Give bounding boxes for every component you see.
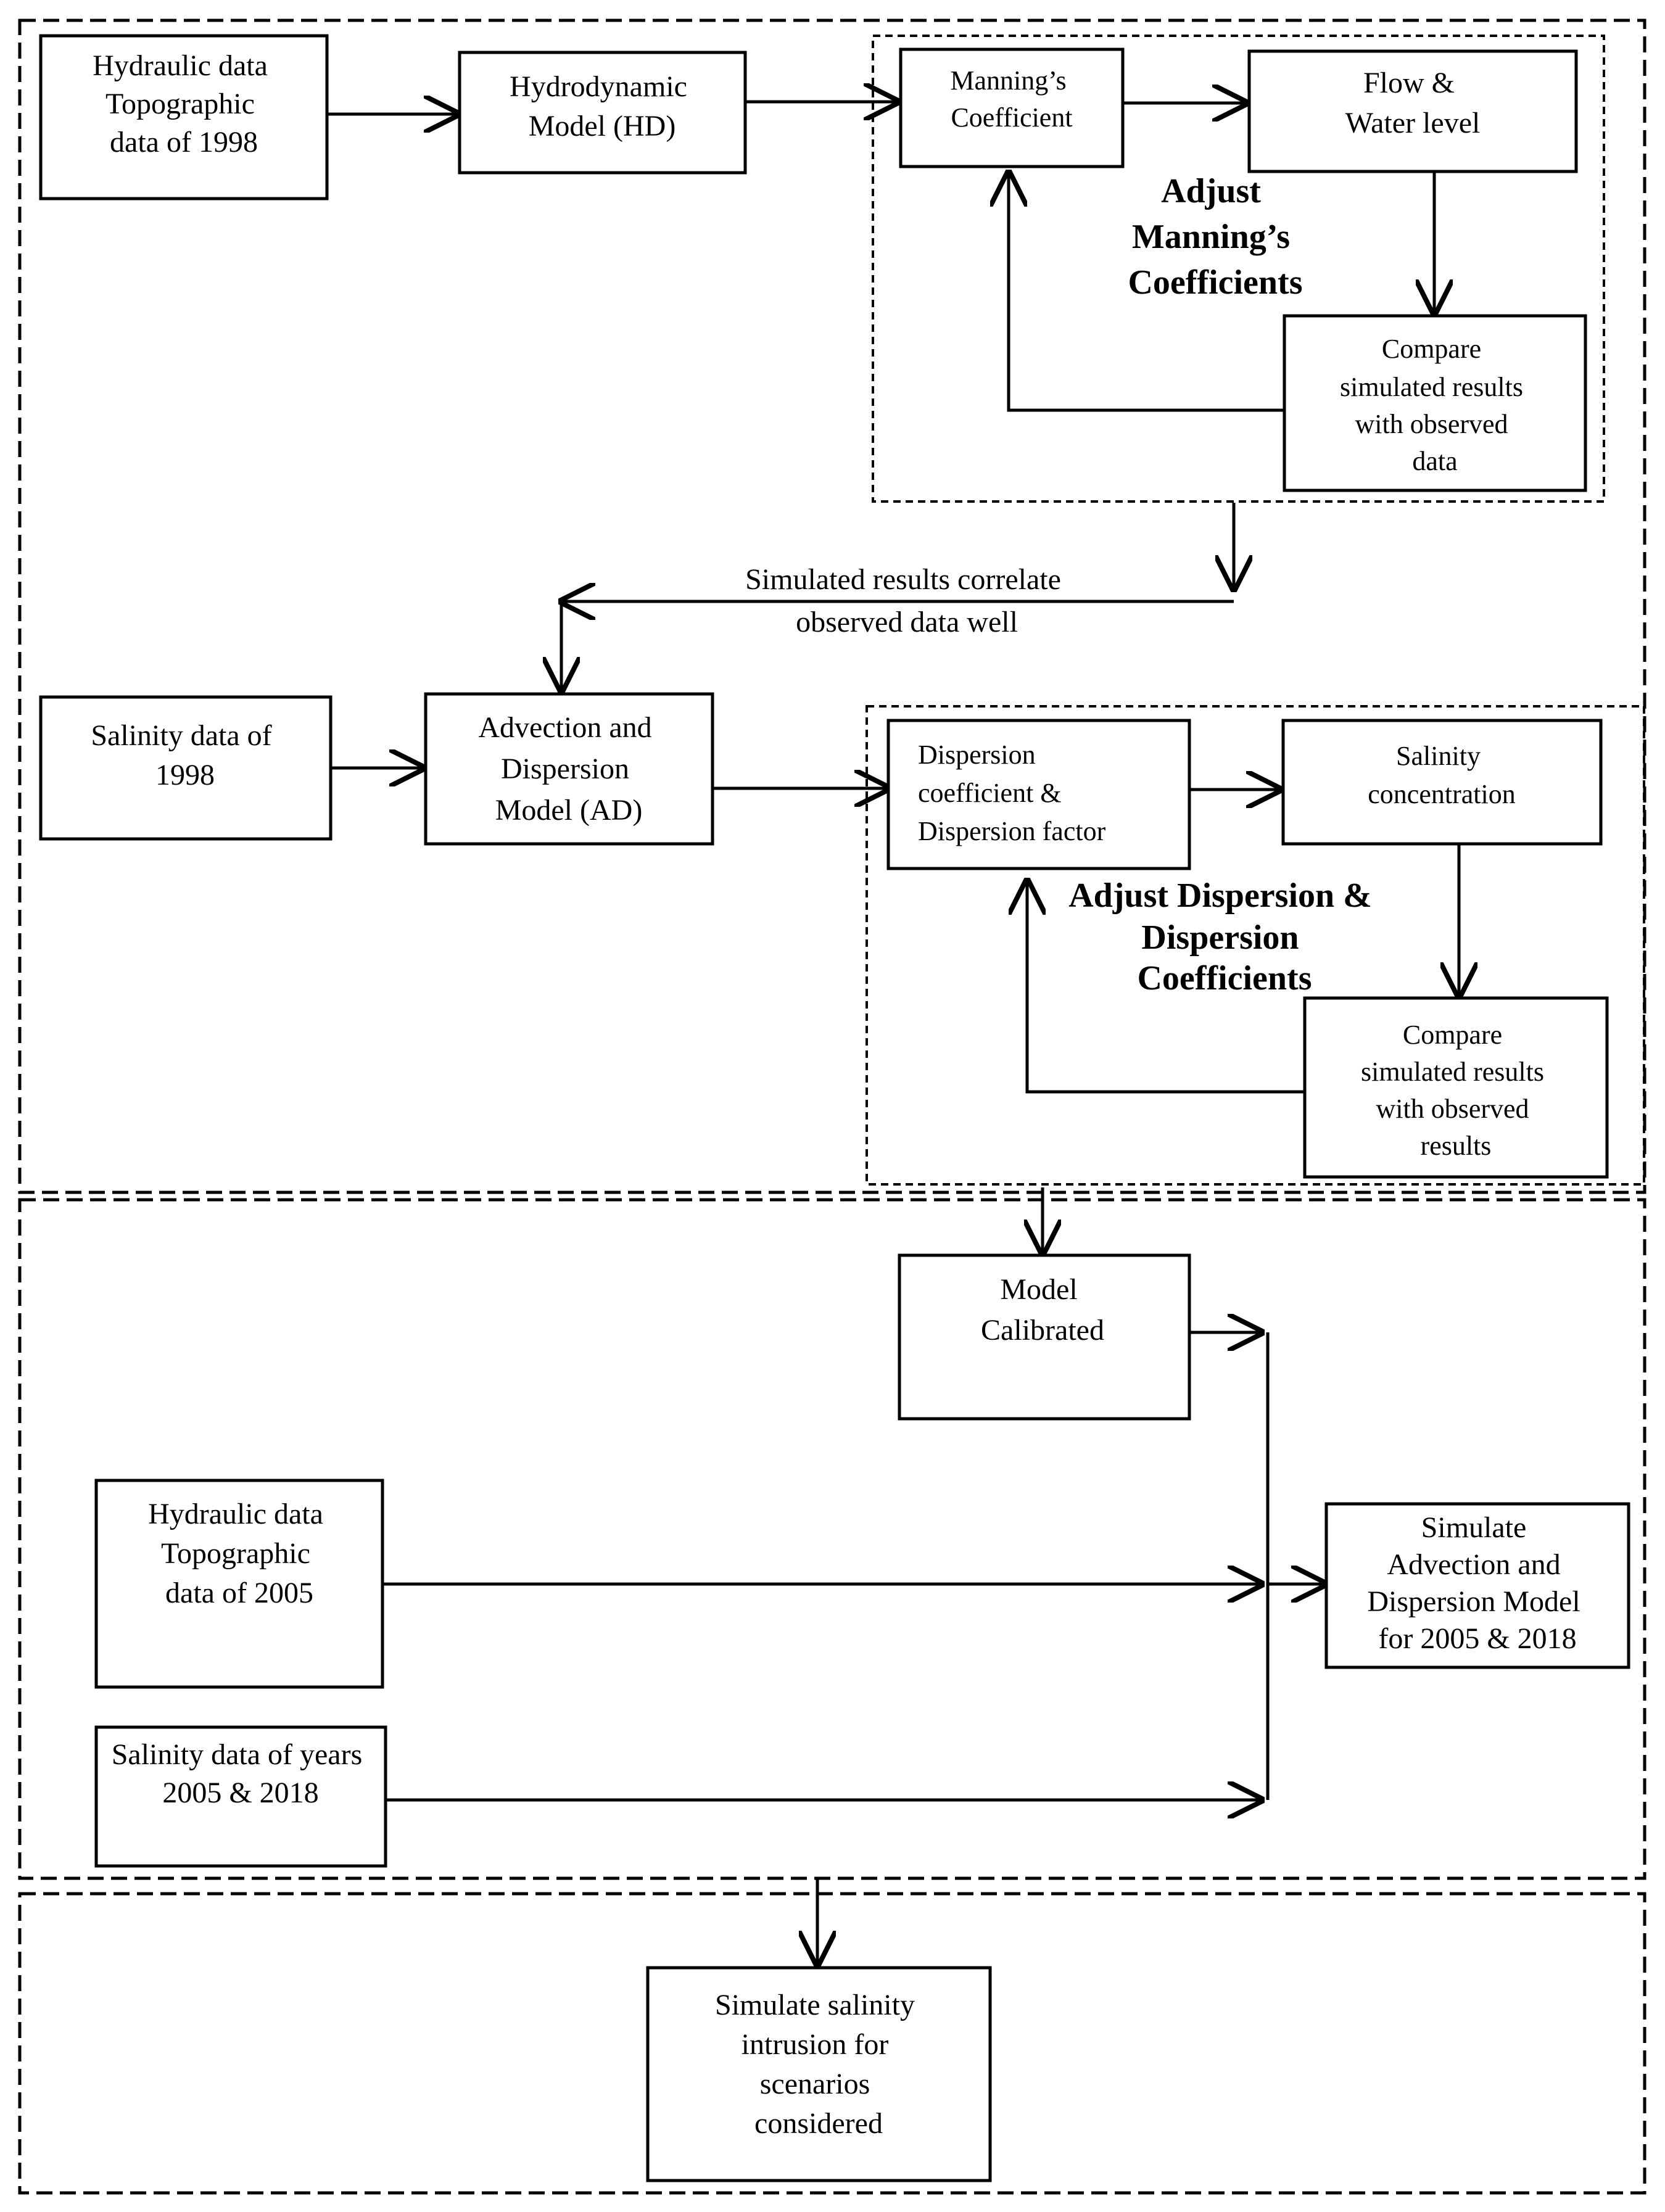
- label-compare-ad: Compare simulated results with observed …: [1361, 1020, 1551, 1161]
- label-model-calibrated: Model Calibrated: [981, 1273, 1104, 1347]
- label-line: 1998: [155, 759, 215, 791]
- label-flow-water-level: Flow & Water level: [1345, 67, 1481, 139]
- label-line: Dispersion: [501, 753, 629, 785]
- box-ad-model: [424, 692, 714, 846]
- label-line: scenarios: [760, 2068, 870, 2100]
- label-hd-model: Hydrodynamic Model (HD): [510, 70, 695, 142]
- label-salinity-2005-2018: Salinity data of years 2005 & 2018: [112, 1738, 370, 1809]
- label-hydraulic-2005: Hydraulic data Topographic data of 2005: [148, 1498, 331, 1609]
- box-simulate-salinity: [646, 1966, 992, 2182]
- label-hydraulic-1998: Hydraulic data Topographic data of 1998: [93, 49, 275, 159]
- label-line: Salinity data of: [91, 719, 271, 752]
- label-line: Adjust: [1161, 172, 1261, 210]
- label-line: Model (AD): [495, 794, 643, 827]
- label-line: Compare: [1403, 1020, 1502, 1050]
- label-correlate: Simulated results correlate observed dat…: [745, 563, 1068, 638]
- scenario-region: [18, 1892, 1646, 2195]
- label-line: observed data well: [796, 606, 1018, 638]
- label-line: simulated results: [1361, 1057, 1544, 1087]
- label-dispersion-coefficient: Dispersion coefficient & Dispersion fact…: [918, 740, 1106, 846]
- label-simulate-salinity: Simulate salinity intrusion for scenario…: [715, 1989, 922, 2140]
- box-hd-model: [458, 51, 747, 175]
- label-line: with observed: [1376, 1094, 1529, 1124]
- label-line: Model (HD): [529, 110, 676, 142]
- arrow-compare-to-dispersion: [1027, 881, 1305, 1094]
- label-line: intrusion for: [742, 2028, 889, 2061]
- box-simulate-ad: [1324, 1502, 1630, 1669]
- label-line: coefficient &: [918, 778, 1062, 808]
- label-line: Advection and: [1387, 1548, 1560, 1581]
- box-hydraulic-2005: [94, 1479, 384, 1689]
- label-adjust-manning: Adjust Manning’s Coefficients: [1128, 172, 1302, 302]
- label-line: Simulated results correlate: [745, 563, 1061, 596]
- label-line: Advection and: [478, 711, 651, 744]
- box-flow-water-level: [1247, 49, 1578, 173]
- label-line: Topographic: [105, 88, 255, 120]
- label-line: Manning’s: [950, 65, 1066, 96]
- box-hydraulic-1998: [39, 34, 329, 200]
- label-line: Coefficients: [1128, 263, 1302, 302]
- label-salinity-concentration: Salinity concentration: [1368, 741, 1515, 809]
- box-dispersion-coefficient: [886, 719, 1191, 870]
- label-manning-coefficient: Manning’s Coefficient: [950, 65, 1073, 133]
- box-compare-ad: [1303, 996, 1609, 1179]
- label-line: considered: [754, 2107, 883, 2140]
- label-line: Coefficients: [1137, 959, 1312, 997]
- label-line: Manning’s: [1132, 218, 1290, 256]
- label-simulate-ad: Simulate Advection and Dispersion Model …: [1367, 1511, 1587, 1655]
- label-line: Salinity data of years: [112, 1738, 363, 1771]
- label-salinity-1998: Salinity data of 1998: [91, 719, 279, 791]
- dispersion-adjust-region: [866, 705, 1645, 1186]
- label-adjust-dispersion: Adjust Dispersion & Dispersion Coefficie…: [1068, 877, 1381, 997]
- label-line: Coefficient: [951, 102, 1072, 133]
- label-line: Topographic: [161, 1537, 310, 1570]
- label-line: Dispersion: [918, 740, 1036, 770]
- label-line: data of 2005: [165, 1577, 313, 1609]
- label-line: Calibrated: [981, 1314, 1104, 1347]
- label-line: with observed: [1355, 409, 1508, 439]
- label-line: data: [1412, 446, 1457, 476]
- manning-adjust-region: [872, 35, 1605, 503]
- label-line: Simulate salinity: [715, 1989, 915, 2021]
- label-line: 2005 & 2018: [162, 1777, 318, 1809]
- label-line: Salinity: [1396, 741, 1481, 771]
- label-line: Water level: [1345, 107, 1481, 139]
- box-salinity-2005-2018: [94, 1725, 387, 1868]
- connectors: [327, 102, 1459, 1965]
- label-ad-model: Advection and Dispersion Model (AD): [478, 711, 659, 827]
- box-salinity-concentration: [1281, 719, 1603, 846]
- label-line: Hydraulic data: [148, 1498, 323, 1530]
- simulation-region: [18, 1198, 1646, 1880]
- label-line: Simulate: [1421, 1511, 1527, 1544]
- label-line: Flow &: [1363, 67, 1455, 99]
- arrow-compare-to-manning: [1009, 173, 1284, 412]
- label-line: Compare: [1382, 334, 1481, 364]
- label-line: Dispersion: [1141, 918, 1299, 957]
- box-model-calibrated: [898, 1253, 1191, 1421]
- label-line: Hydraulic data: [93, 49, 268, 82]
- label-line: simulated results: [1340, 372, 1523, 402]
- label-line: Adjust Dispersion &: [1068, 877, 1372, 915]
- label-compare-hd: Compare simulated results with observed …: [1340, 334, 1530, 476]
- label-line: for 2005 & 2018: [1378, 1622, 1576, 1655]
- label-line: Dispersion factor: [918, 816, 1106, 846]
- box-manning-coefficient: [899, 47, 1125, 168]
- box-salinity-1998: [39, 695, 333, 841]
- calibration-region: [18, 19, 1646, 1194]
- label-line: Hydrodynamic: [510, 70, 687, 103]
- box-compare-hd: [1283, 314, 1587, 492]
- label-line: data of 1998: [110, 126, 258, 159]
- label-line: results: [1421, 1131, 1492, 1161]
- label-line: concentration: [1368, 779, 1515, 809]
- label-line: Model: [1000, 1273, 1077, 1306]
- label-line: Dispersion Model: [1367, 1585, 1580, 1618]
